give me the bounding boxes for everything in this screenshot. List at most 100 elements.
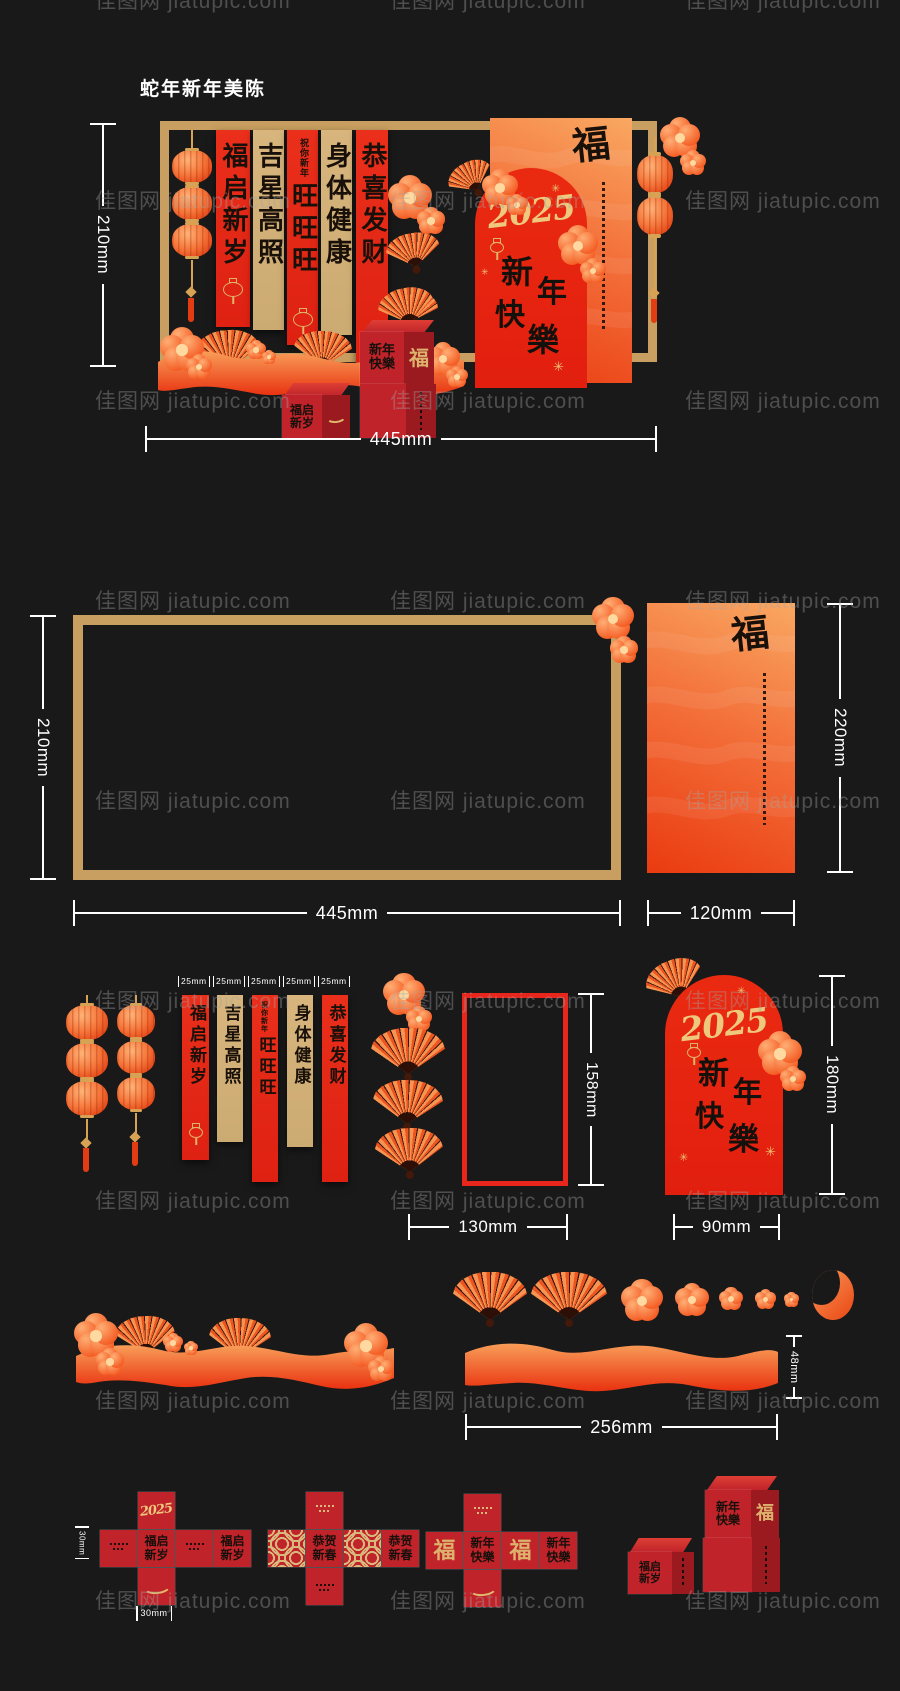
plum-flower-icon — [405, 1005, 433, 1032]
plum-flower-icon — [382, 973, 426, 1016]
lantern-wire — [135, 995, 137, 1005]
folding-fan-icon — [374, 1127, 443, 1180]
couplet-banner: 身体健康 — [321, 130, 352, 335]
tiny-text-decoration — [318, 1589, 331, 1591]
dim-label: 256mm — [590, 1416, 653, 1437]
dim-wave-height: 48mm — [782, 1335, 806, 1399]
sparkle-icon: ✳ — [765, 1144, 776, 1159]
banner-text: 福启新岁 — [218, 142, 248, 270]
plum-flower-icon — [367, 1355, 395, 1382]
box-top-face — [630, 1538, 692, 1552]
lantern-wire — [191, 130, 193, 150]
banner-text: 福启新岁 — [186, 1004, 206, 1088]
dim-width-s1: 445mm — [145, 425, 657, 453]
dim-label: 30mm — [140, 1608, 168, 1618]
fu-calligraphy: 福 — [569, 120, 613, 169]
plum-flower-icon — [674, 1282, 710, 1317]
folding-fan-icon — [531, 1272, 607, 1327]
lantern-icon — [172, 221, 212, 260]
tassel-knot — [80, 1137, 92, 1149]
dieline-face: 恭贺新春 — [306, 1530, 343, 1567]
box-fu-label: 福 — [756, 1503, 774, 1524]
tiny-text-decoration — [315, 1584, 334, 1586]
greeting-char: 快 — [495, 298, 525, 333]
gold-script-decoration — [141, 1577, 172, 1596]
lantern-wire — [191, 260, 193, 288]
box-fu-label: 福 — [409, 346, 429, 370]
wave-pattern — [647, 631, 795, 820]
greeting-char: 新 — [698, 1056, 729, 1092]
plum-flower-icon — [95, 1347, 125, 1376]
dieline-face: 恭贺新春 — [382, 1530, 419, 1567]
plum-flower-icon — [779, 1065, 807, 1092]
banner-text: 旺旺旺 — [287, 182, 318, 278]
dim-banner-width: 25mm — [318, 975, 351, 987]
tiny-text-decoration — [185, 1543, 204, 1545]
dim-label: 180mm — [823, 1055, 842, 1115]
dim-panel-height: 220mm — [822, 603, 858, 873]
box-fu-label: 福 — [509, 1537, 532, 1564]
plum-flower-icon — [73, 1313, 119, 1358]
plum-flower-icon — [261, 349, 277, 364]
dieline-face: 福启新岁 — [138, 1530, 175, 1567]
box-top-face — [284, 383, 350, 396]
gift-box-stack: 新年快樂 福 — [360, 320, 436, 438]
box-side-face — [322, 395, 350, 439]
dim-label: 158mm — [583, 1061, 600, 1118]
lantern-outline-icon — [490, 242, 504, 253]
box-front-face: 新年快樂 — [705, 1490, 751, 1538]
greeting-char: 樂 — [527, 321, 560, 359]
red-display-frame — [462, 993, 568, 1186]
plum-flower-icon — [579, 257, 607, 284]
box-top-face — [707, 1476, 777, 1490]
plum-flower-icon — [718, 1286, 744, 1311]
banner-text: 身体健康 — [290, 1004, 311, 1088]
vertical-text-decoration — [765, 1546, 767, 1584]
lantern-outline-icon — [189, 1127, 203, 1138]
couplet-banner-flat: 身体健康 — [287, 995, 313, 1147]
dim-box-width: 30mm — [136, 1604, 178, 1622]
watermark: 佳图网 jiatupic.com — [95, 0, 291, 13]
couplet-banner: 福启新岁 — [216, 130, 250, 327]
plum-flower-icon — [620, 1279, 664, 1322]
dim-label: 25mm — [321, 976, 347, 986]
plum-flower-icon — [445, 365, 469, 388]
plum-flower-icon — [387, 175, 433, 220]
lantern-string — [637, 137, 673, 333]
dim-label: 48mm — [788, 1350, 800, 1384]
sparkle-icon: ✳ — [679, 1152, 689, 1164]
lantern-wire — [86, 1119, 88, 1139]
dim-banner-width: 25mm — [178, 975, 211, 987]
wave-border — [76, 1345, 394, 1389]
dim-box-height: 30mm — [74, 1526, 90, 1570]
lantern-string — [172, 130, 212, 330]
dim-height-s1: 210mm — [85, 123, 121, 367]
plum-flower-icon — [481, 169, 519, 206]
lantern-wire — [86, 995, 88, 1005]
dim-label: 25mm — [251, 976, 277, 986]
sparkle-icon: ✳ — [551, 183, 561, 195]
lantern-icon — [117, 1002, 155, 1041]
lantern-outline-icon — [687, 1047, 701, 1058]
watermark: 佳图网 jiatupic.com — [95, 1190, 291, 1213]
dieline-face-coin-pattern — [344, 1530, 381, 1567]
gift-box: 福启新岁 — [282, 383, 352, 439]
watermark: 佳图网 jiatupic.com — [390, 0, 586, 13]
dim-banner-width: 25mm — [248, 975, 281, 987]
tiny-text-decoration — [318, 1510, 331, 1512]
dieline-face: 新年快樂 — [540, 1532, 577, 1569]
dim-wave-width: 256mm — [465, 1412, 778, 1442]
plum-flower-icon — [343, 1323, 389, 1368]
dim-label: 445mm — [369, 428, 433, 449]
box-side-face — [672, 1552, 694, 1594]
couplet-banner: 吉星高照 — [253, 130, 284, 330]
box-label: 福启新岁 — [639, 1559, 661, 1585]
plum-flower-icon — [416, 206, 446, 235]
dieline-face — [464, 1570, 501, 1607]
plum-flower-icon — [659, 117, 701, 158]
dim-frame-width: 130mm — [408, 1214, 568, 1240]
banner-text: 吉星高照 — [253, 142, 284, 270]
tiny-text-decoration — [112, 1548, 125, 1550]
lantern-icon — [66, 1078, 108, 1119]
